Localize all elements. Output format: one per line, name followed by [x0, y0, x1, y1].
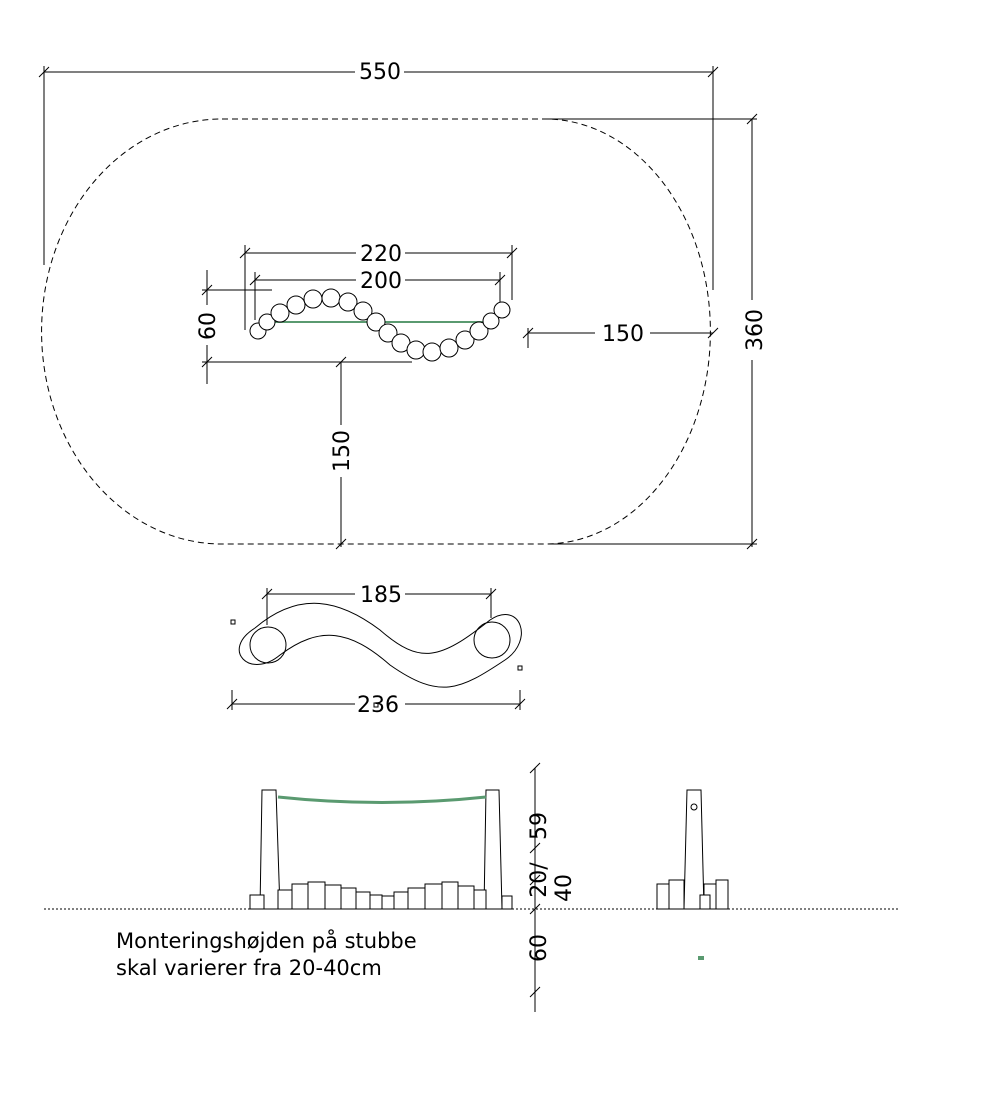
dimension-clearance-right: 150 — [522, 322, 719, 348]
mounting-note: Monteringshøjden på stubbe skal varierer… — [116, 928, 417, 980]
dimension-label-550: 550 — [359, 60, 401, 85]
dimension-label-150-right: 150 — [602, 322, 644, 347]
dimension-clearance-front: 150 — [330, 356, 355, 550]
plan-view — [230, 602, 523, 708]
dimension-span-outer: 220 — [239, 242, 518, 330]
dimension-label-59: 59 — [527, 812, 552, 840]
dimension-label-150-front: 150 — [330, 430, 355, 472]
front-elevation — [249, 789, 513, 910]
dimension-label-200: 200 — [360, 269, 402, 294]
dimension-plan-span: 185 — [261, 583, 497, 625]
dimension-label-20: 20/ — [527, 862, 552, 898]
dimension-label-60-foundation: 60 — [527, 934, 552, 962]
dimension-label-236: 236 — [357, 693, 399, 718]
dimension-elevation-stack: 59 20/ 40 60 — [527, 762, 577, 1012]
dimension-label-360: 360 — [743, 309, 768, 351]
dimension-overall-width: 550 — [38, 60, 719, 290]
note-line-2: skal varierer fra 20-40cm — [116, 956, 382, 980]
side-elevation — [656, 789, 729, 960]
dimension-label-40: 40 — [552, 874, 577, 902]
dimension-plan-length: 236 — [226, 690, 526, 718]
dimension-overall-depth: 360 — [545, 113, 768, 550]
marker — [698, 956, 704, 960]
dimension-offset-depth: 60 — [196, 270, 412, 384]
dimension-label-60-top: 60 — [196, 312, 221, 340]
dimension-label-185: 185 — [360, 583, 402, 608]
dimension-span-inner: 200 — [249, 269, 506, 320]
note-line-1: Monteringshøjden på stubbe — [116, 928, 417, 953]
safety-zone — [41, 118, 711, 545]
top-view-stumps — [249, 288, 511, 362]
dimension-label-220: 220 — [360, 242, 402, 267]
